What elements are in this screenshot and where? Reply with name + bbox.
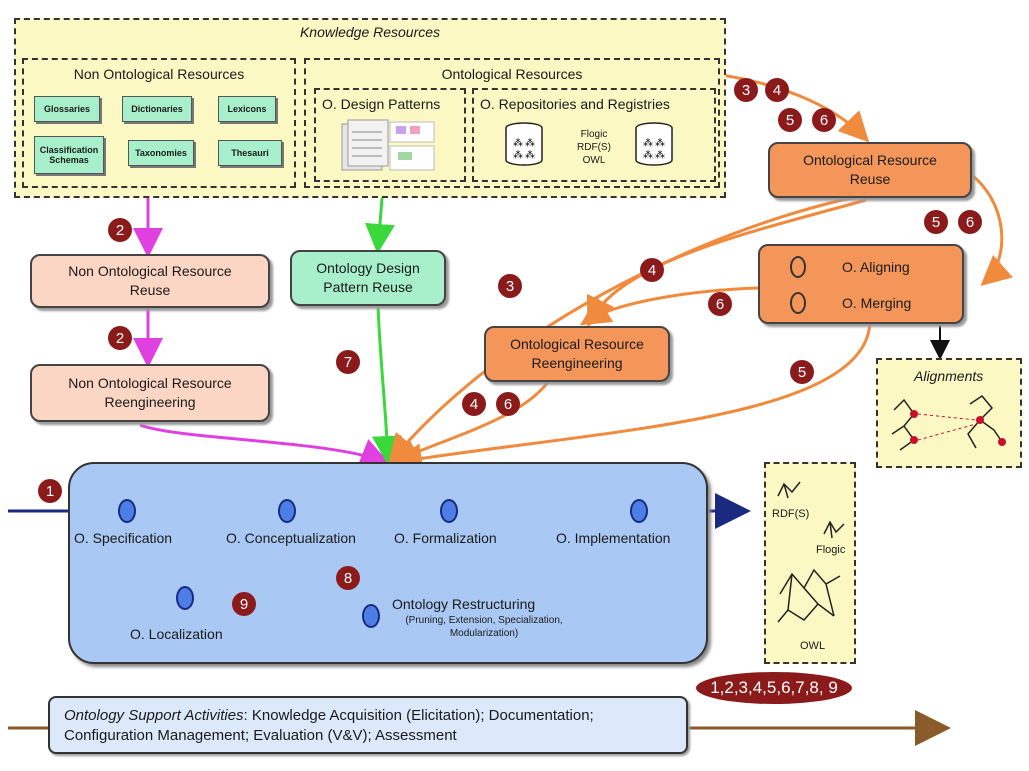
note-classification-schemas: Classification Schemas bbox=[34, 136, 104, 174]
formalization-node bbox=[440, 499, 458, 523]
scenario-3-badge: 3 bbox=[498, 274, 522, 298]
svg-text:⁂: ⁂ bbox=[525, 150, 535, 161]
scenario-6-badge: 6 bbox=[496, 392, 520, 416]
note-lexicons: Lexicons bbox=[218, 96, 276, 122]
odp-reuse-box: Ontology Design Pattern Reuse bbox=[290, 250, 446, 306]
specification-label: O. Specification bbox=[74, 530, 173, 546]
scenario-8-badge: 8 bbox=[336, 566, 360, 590]
format-owl: OWL bbox=[582, 155, 606, 166]
alignments-title: Alignments bbox=[914, 368, 984, 384]
svg-text:⁂: ⁂ bbox=[513, 150, 523, 161]
design-patterns-panel: O. Design Patterns bbox=[314, 88, 466, 182]
svg-text:⁂: ⁂ bbox=[655, 138, 665, 149]
support-line-1: Ontology Support Activities: Knowledge A… bbox=[64, 706, 676, 726]
non-ontological-reengineering-box: Non Ontological Resource Reengineering bbox=[30, 364, 270, 422]
scenario-4-badge: 4 bbox=[640, 258, 664, 282]
restructuring-label: Ontology Restructuring bbox=[392, 596, 536, 612]
format-flogic: Flogic bbox=[580, 129, 608, 140]
scenario-2-badge: 2 bbox=[108, 326, 132, 350]
non-ontological-title: Non Ontological Resources bbox=[73, 66, 245, 82]
rdfs-graph-icon bbox=[777, 481, 801, 499]
repositories-panel: O. Repositories and Registries ⁂⁂ ⁂⁂ Flo… bbox=[472, 88, 716, 182]
support-line-2: Configuration Management; Evaluation (V&… bbox=[64, 727, 457, 744]
implementation-node bbox=[630, 499, 648, 523]
restructuring-detail: (Pruning, Extension, Specialization, Mod… bbox=[405, 615, 563, 639]
non-ontological-reuse-box: Non Ontological Resource Reuse bbox=[30, 254, 270, 308]
conceptualization-node bbox=[278, 499, 296, 523]
outputs-panel: RDF(S) Flogic OWL bbox=[764, 462, 856, 664]
scenario-1-badge: 1 bbox=[38, 479, 62, 503]
database-icon: ⁂⁂ ⁂⁂ bbox=[635, 122, 673, 166]
scenario-4-badge: 4 bbox=[765, 78, 789, 102]
scenario-5-badge: 5 bbox=[924, 210, 948, 234]
output-flogic: Flogic bbox=[816, 544, 846, 556]
design-patterns-thumbnail bbox=[341, 119, 435, 171]
note-dictionaries: Dictionaries bbox=[122, 96, 192, 122]
design-patterns-title: O. Design Patterns bbox=[322, 96, 441, 112]
implementation-label: O. Implementation bbox=[556, 530, 671, 546]
main-development-box bbox=[68, 462, 708, 664]
knowledge-resources-panel: Knowledge Resources Non Ontological Reso… bbox=[14, 18, 726, 198]
output-owl: OWL bbox=[800, 640, 826, 652]
svg-text:⁂: ⁂ bbox=[643, 150, 653, 161]
database-icon: ⁂⁂ ⁂⁂ bbox=[505, 122, 543, 166]
support-line-1-text: : Knowledge Acquisition (Elicitation); D… bbox=[243, 707, 594, 724]
svg-text:⁂: ⁂ bbox=[655, 150, 665, 161]
formalization-label: O. Formalization bbox=[394, 530, 497, 546]
format-rdfs: RDF(S) bbox=[577, 142, 611, 153]
scenario-3-badge: 3 bbox=[734, 78, 758, 102]
scenario-2-badge: 2 bbox=[108, 218, 132, 242]
restructuring-node bbox=[362, 604, 380, 628]
svg-text:⁂: ⁂ bbox=[513, 138, 523, 149]
repositories-title: O. Repositories and Registries bbox=[480, 96, 670, 112]
scenario-7-badge: 7 bbox=[336, 350, 360, 374]
scenario-6-badge: 6 bbox=[812, 108, 836, 132]
scenario-5-badge: 5 bbox=[778, 108, 802, 132]
scenario-4-badge: 4 bbox=[462, 392, 486, 416]
scenario-9-badge: 9 bbox=[232, 592, 256, 616]
note-taxonomies: Taxonomies bbox=[128, 140, 194, 166]
merging-node bbox=[790, 292, 806, 314]
conceptualization-label: O. Conceptualization bbox=[226, 530, 356, 546]
support-title: Ontology Support Activities bbox=[64, 707, 244, 724]
specification-node bbox=[118, 499, 136, 523]
knowledge-resources-title: Knowledge Resources bbox=[299, 24, 441, 40]
localization-label: O. Localization bbox=[130, 626, 223, 642]
ontological-reengineering-box: Ontological Resource Reengineering bbox=[484, 326, 670, 382]
ontological-title: Ontological Resources bbox=[441, 66, 583, 82]
svg-text:⁂: ⁂ bbox=[643, 138, 653, 149]
aligning-label: O. Aligning bbox=[842, 259, 910, 275]
scenario-6-badge: 6 bbox=[958, 210, 982, 234]
alignment-graph-icon bbox=[891, 395, 1006, 451]
owl-graph-icon bbox=[777, 568, 841, 623]
flogic-graph-icon bbox=[823, 520, 845, 539]
merging-label: O. Merging bbox=[842, 295, 912, 311]
ontological-panel: Ontological Resources O. Design Patterns… bbox=[304, 58, 720, 188]
align-merge-box: O. Aligning O. Merging bbox=[758, 244, 964, 324]
note-glossaries: Glossaries bbox=[34, 96, 100, 122]
all-scenarios-badge: 1,2,3,4,5,6,7,8, 9 bbox=[696, 672, 852, 704]
non-ontological-panel: Non Ontological Resources Glossaries Dic… bbox=[22, 58, 296, 188]
scenario-5-badge: 5 bbox=[790, 360, 814, 384]
note-thesauri: Thesauri bbox=[218, 140, 282, 166]
output-rdfs: RDF(S) bbox=[772, 508, 810, 520]
scenario-6-badge: 6 bbox=[708, 292, 732, 316]
svg-text:⁂: ⁂ bbox=[525, 138, 535, 149]
ontological-reuse-box: Ontological Resource Reuse bbox=[768, 142, 972, 198]
localization-node bbox=[176, 586, 194, 610]
aligning-node bbox=[790, 256, 806, 278]
repository-formats: Flogic RDF(S) OWL bbox=[564, 128, 624, 167]
alignments-panel: Alignments bbox=[876, 358, 1022, 468]
support-activities-box: Ontology Support Activities: Knowledge A… bbox=[48, 696, 688, 754]
